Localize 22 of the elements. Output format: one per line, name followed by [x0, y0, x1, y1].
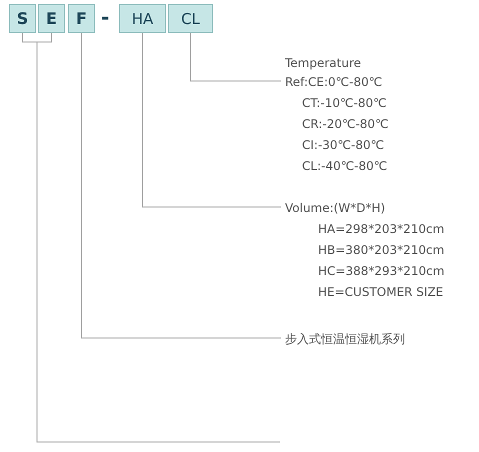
spec-line: CI:-30℃-80℃ [302, 138, 384, 152]
leader-line [142, 32, 282, 208]
dash-sign: - [101, 6, 110, 28]
leader-line [22, 32, 280, 442]
code-box: CL [168, 4, 213, 33]
leader-line [81, 32, 282, 338]
series-name: 步入式恒温恒湿机系列 [285, 332, 405, 346]
spec-line: CL:-40℃-80℃ [302, 159, 388, 173]
spec-line: CT:-10℃-80℃ [302, 96, 387, 110]
spec-line: HA=298*203*210cm [318, 222, 444, 236]
code-box: E [38, 4, 65, 33]
code-box: F [68, 4, 95, 33]
spec-line: HE=CUSTOMER SIZE [318, 285, 444, 299]
spec-line: HC=388*293*210cm [318, 264, 444, 278]
spec-line: HB=380*203*210cm [318, 243, 444, 257]
heading: Temperature [285, 56, 362, 70]
spec-line: Ref:CE:0℃-80℃ [285, 75, 382, 89]
leader-line [190, 32, 282, 82]
heading: Volume:(W*D*H) [285, 201, 386, 215]
spec-line: CR:-20℃-80℃ [302, 117, 389, 131]
code-box: S [9, 4, 36, 33]
code-box: HA [119, 4, 166, 33]
